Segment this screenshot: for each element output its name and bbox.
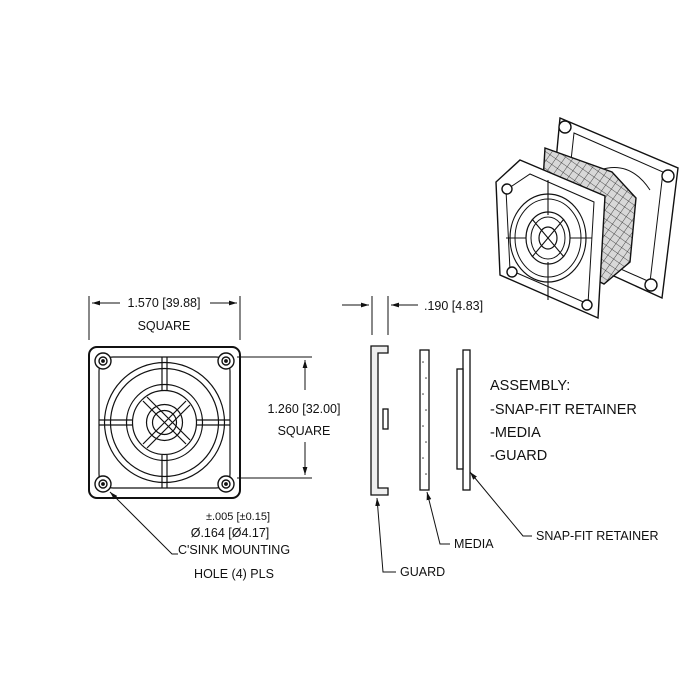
center-cross: [142, 396, 191, 449]
width-dim-label: 1.570 [39.88]: [128, 296, 201, 310]
height-square-label: SQUARE: [278, 424, 331, 438]
ring-center-inner: [151, 409, 178, 436]
guard-inner-frame: [98, 356, 231, 489]
csink-label-line2: HOLE (4) PLS: [194, 567, 274, 581]
ring-outer: [103, 361, 226, 484]
thickness-dimension: [342, 296, 418, 335]
ring-center: [145, 403, 184, 442]
guard-label: GUARD: [400, 565, 445, 579]
assembly-item-retainer: -SNAP-FIT RETAINER: [490, 402, 637, 418]
mounting-holes: [94, 352, 235, 493]
hole-diameter-label: Ø.164 [Ø4.17]: [191, 526, 270, 540]
csink-leader: [109, 491, 178, 555]
retainer-leader: [469, 471, 532, 537]
ring-middle: [125, 383, 204, 462]
csink-label-line1: C'SINK MOUNTING: [178, 543, 290, 557]
assembly-item-media: -MEDIA: [490, 425, 541, 441]
horizontal-spokes: [99, 419, 230, 426]
front-view: [88, 346, 241, 499]
iso-guard: [495, 159, 606, 320]
thickness-dim-label: .190 [4.83]: [424, 299, 483, 313]
ring-middle-inner: [131, 389, 198, 456]
assembly-title: ASSEMBLY:: [490, 378, 570, 394]
snapfit-label: SNAP-FIT RETAINER: [536, 529, 658, 543]
vertical-spokes: [161, 357, 168, 488]
media-label: MEDIA: [454, 537, 494, 551]
guard-leader: [375, 497, 396, 573]
retainer-side-view: [456, 349, 471, 491]
hole-tolerance-label: ±.005 [±0.15]: [206, 511, 270, 523]
width-dimension: [88, 296, 241, 340]
assembly-item-guard: -GUARD: [490, 448, 547, 464]
media-side-view: [419, 349, 430, 491]
height-dim-label: 1.260 [32.00]: [268, 402, 341, 416]
guard-side-view: [370, 345, 389, 496]
height-dimension: [237, 356, 312, 479]
isometric-view: [495, 116, 679, 320]
media-leader: [426, 491, 450, 545]
width-square-label: SQUARE: [138, 319, 191, 333]
ring-outer-inner: [109, 367, 220, 478]
